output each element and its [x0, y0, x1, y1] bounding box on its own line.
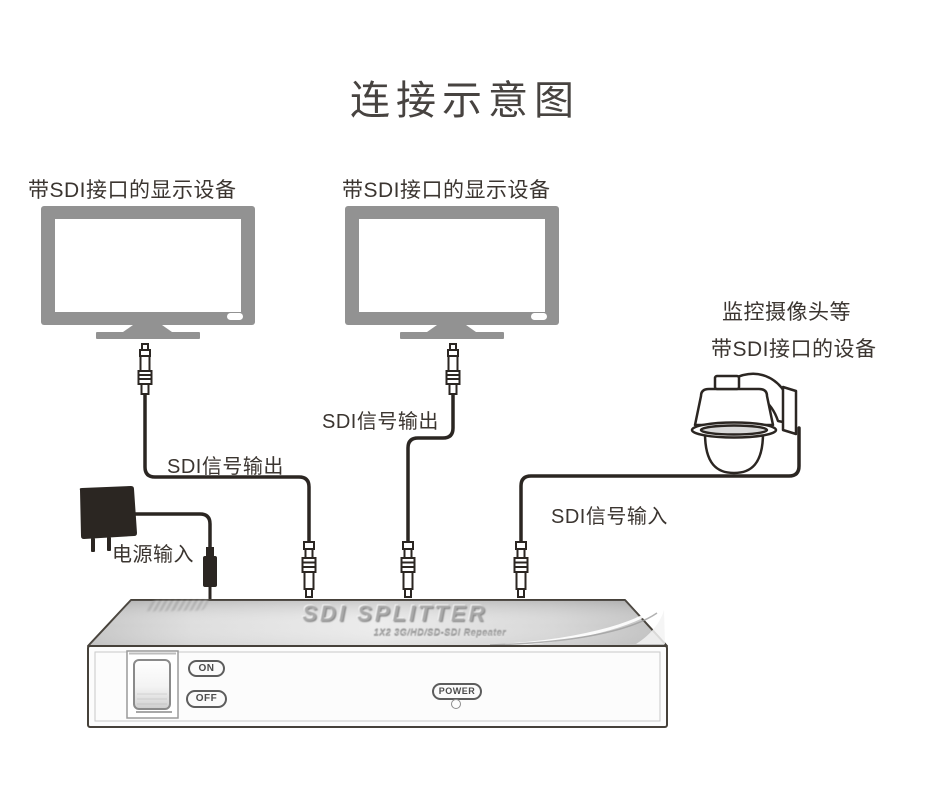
- camera-label-line1: 监控摄像头等: [722, 301, 851, 324]
- switch-off-label: OFF: [186, 690, 227, 708]
- camera-lip-inner: [699, 424, 769, 436]
- camera-label-line2: 带SDI接口的设备: [711, 338, 877, 361]
- splitter-device: [87, 599, 668, 728]
- camera-dome-glass: [703, 431, 765, 475]
- device-front-face: [87, 645, 668, 728]
- page-title: 连接示意图: [350, 79, 580, 123]
- camera-top-cap: [713, 374, 741, 391]
- bnc-connector-monitor-2: [445, 343, 461, 395]
- dome-camera: [690, 372, 798, 475]
- camera-label: 监控摄像头等 带SDI接口的设备: [711, 294, 877, 368]
- power-label: POWER: [432, 683, 482, 700]
- switch-on-label: ON: [188, 660, 225, 677]
- power-input-label: 电源输入: [112, 544, 194, 566]
- power-switch: [126, 650, 179, 719]
- monitor-2: [345, 206, 559, 339]
- monitor2-label: 带SDI接口的显示设备: [342, 179, 551, 202]
- product-subtitle: 1X2 3G/HD/SD-SDI Repeater: [373, 628, 507, 638]
- brand-logo: [146, 599, 210, 612]
- power-switch-rocker: [133, 659, 171, 710]
- power-plug: [203, 547, 217, 599]
- bnc-connector-input: [513, 541, 529, 598]
- sdi-input-label: SDI信号输入: [551, 506, 668, 528]
- camera-body: [693, 387, 775, 427]
- power-led: [451, 699, 461, 709]
- bnc-connector-monitor-1: [137, 343, 153, 395]
- cable-sdi-output-2: [406, 390, 455, 543]
- cable-sdi-input: [519, 426, 801, 543]
- cable-sdi-output-1: [143, 390, 311, 543]
- product-name: SDI SPLITTER: [302, 601, 488, 626]
- monitor-1: [41, 206, 255, 339]
- cables: [132, 390, 801, 551]
- sdi-output-label-1: SDI信号输出: [167, 456, 284, 478]
- monitor1-label: 带SDI接口的显示设备: [28, 179, 237, 202]
- cable-power: [132, 512, 212, 551]
- bnc-connector-output-1: [301, 541, 317, 598]
- power-adapter: [79, 486, 137, 552]
- sdi-output-label-2: SDI信号输出: [322, 411, 439, 433]
- camera-wall-plate: [781, 385, 798, 436]
- bnc-connector-output-2: [400, 541, 416, 598]
